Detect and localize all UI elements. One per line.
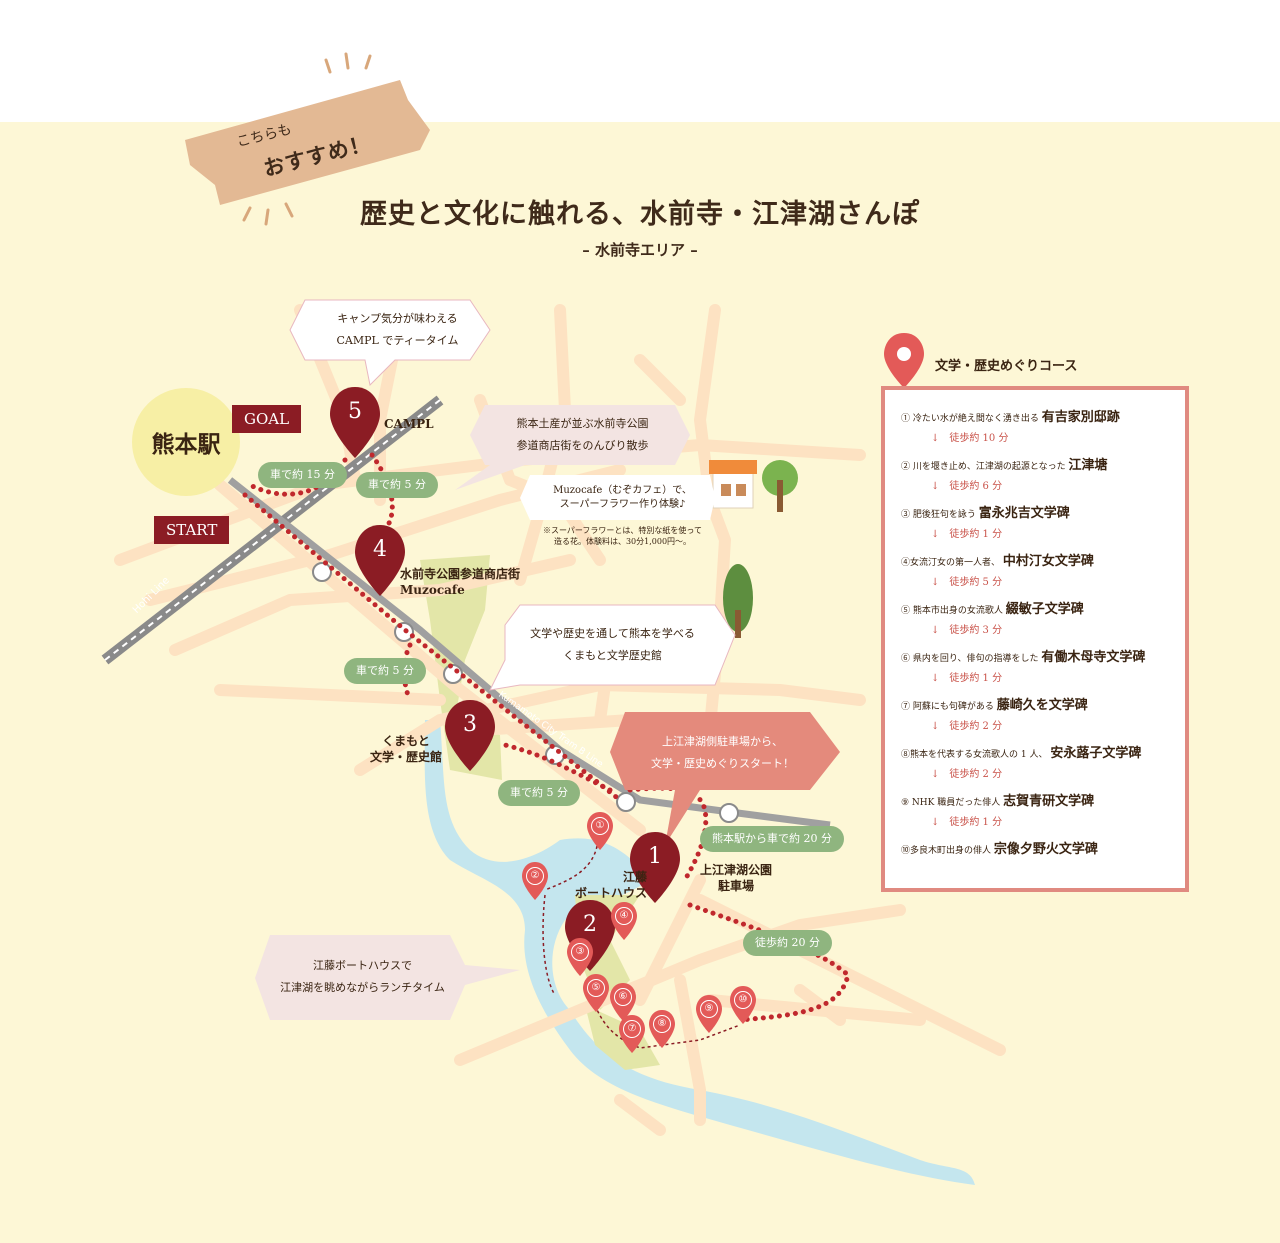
course-item-10-name: 宗像夕野火文学碑 <box>993 842 1098 857</box>
pin-1-number: 1 <box>648 844 662 869</box>
callout-muzo-shape <box>520 475 715 520</box>
small-pin-10: ⑩ <box>734 991 752 1009</box>
course-item-2-name: 江津塘 <box>1068 458 1108 473</box>
parking-label: 上江津湖公園 駐車場 <box>700 863 773 893</box>
course-item-3-prefix: ③ 肥後狂句を詠う <box>901 510 976 520</box>
course-title: 文学・歴史めぐりコース <box>935 359 1078 374</box>
course-item-8-name: 安永蕗子文学碑 <box>1050 746 1142 761</box>
pin-5-number: 5 <box>348 399 362 424</box>
course-item-6-prefix: ⑥ 県内を回り、俳句の指導をした <box>901 654 1039 664</box>
course-item-7-name: 藤崎久を文学碑 <box>996 698 1088 713</box>
course-item-4-name: 中村汀女文学碑 <box>1002 554 1094 569</box>
course-item-8-prefix: ⑧熊本を代表する女流歌人の 1 人、 <box>901 750 1048 760</box>
course-item-6-name: 有働木母寺文学碑 <box>1041 650 1146 665</box>
course-item-1: ① 冷たい水が絶え間なく湧き出る 有吉家別邸跡 ↓ 徒歩約 10 分 <box>901 406 1181 444</box>
callout-bungaku: 文学や歴史を通して熊本を学べる くまもと文学歴史館 <box>530 627 695 662</box>
small-pin-1: ① <box>591 817 609 835</box>
course-item-6-walk: ↓ 徒歩約 1 分 <box>931 673 1003 684</box>
callout-muzocafe: Muzocafe（むぞカフェ）で、 スーパーフラワー作り体験♪ <box>553 485 692 510</box>
small-pin-8: ⑧ <box>653 1015 671 1033</box>
course-item-7: ⑦ 阿蘇にも句碑がある 藤崎久を文学碑 ↓ 徒歩約 2 分 <box>901 694 1181 732</box>
course-item-1-prefix: ① 冷たい水が絶え間なく湧き出る <box>901 414 1039 424</box>
course-item-5-walk: ↓ 徒歩約 3 分 <box>931 625 1003 636</box>
page-subtitle: – 水前寺エリア – <box>582 241 698 259</box>
small-pin-4: ④ <box>615 907 633 925</box>
small-pin-2: ② <box>526 867 544 885</box>
course-item-10-prefix: ⑩多良木町出身の俳人 <box>901 846 992 856</box>
car-15-badge: 車で約 15 分 <box>258 462 347 488</box>
callout-sando-shape <box>455 405 690 490</box>
hohi-line <box>101 395 444 665</box>
tram-line <box>227 477 831 829</box>
pin-4-number: 4 <box>373 537 387 562</box>
stop-3-label: くまもと 文学・歴史館 <box>370 734 443 764</box>
course-item-2: ② 川を堰き止め、江津湖の起源となった 江津塘 ↓ 徒歩約 6 分 <box>901 454 1181 492</box>
course-item-5: ⑤ 熊本市出身の女流歌人 綴敏子文学碑 ↓ 徒歩約 3 分 <box>901 598 1181 636</box>
stop-4-label: 水前寺公園参道商店街 Muzocafe <box>400 567 521 597</box>
course-item-2-prefix: ② 川を堰き止め、江津湖の起源となった <box>901 462 1066 472</box>
car-20-badge: 熊本駅から車で約 20 分 <box>700 826 844 852</box>
page-title: 歴史と文化に触れる、水前寺・江津湖さんぽ <box>360 199 920 230</box>
callout-campl-shape <box>289 299 491 387</box>
shop-illustration <box>709 460 798 638</box>
course-item-4: ④女流汀女の第一人者、 中村汀女文学碑 ↓ 徒歩約 5 分 <box>901 550 1181 588</box>
course-item-4-prefix: ④女流汀女の第一人者、 <box>901 558 1001 568</box>
small-pin-5: ⑤ <box>587 979 605 997</box>
stop-5-label: CAMPL <box>384 417 434 431</box>
goal-tag: GOAL <box>232 405 302 433</box>
pin-3-number: 3 <box>463 712 477 737</box>
course-item-8: ⑧熊本を代表する女流歌人の 1 人、 安永蕗子文学碑 ↓ 徒歩約 2 分 <box>901 742 1181 780</box>
small-pin-7: ⑦ <box>623 1020 641 1038</box>
ribbon-banner <box>185 52 430 226</box>
course-item-9-name: 志賀青研文学碑 <box>1003 794 1095 809</box>
course-item-9: ⑨ NHK 職員だった俳人 志賀青研文学碑 ↓ 徒歩約 1 分 <box>901 790 1181 828</box>
course-item-10: ⑩多良木町出身の俳人 宗像夕野火文学碑 <box>901 838 1181 857</box>
course-item-4-walk: ↓ 徒歩約 5 分 <box>931 577 1003 588</box>
course-item-8-walk: ↓ 徒歩約 2 分 <box>931 769 1003 780</box>
car-5-badge-b: 車で約 5 分 <box>344 658 426 684</box>
course-item-1-name: 有吉家別邸跡 <box>1041 410 1120 425</box>
callout-bungaku-shape <box>489 604 736 691</box>
course-item-3: ③ 肥後狂句を詠う 富永兆吉文学碑 ↓ 徒歩約 1 分 <box>901 502 1181 540</box>
pin-2-number: 2 <box>583 912 597 937</box>
course-item-1-walk: ↓ 徒歩約 10 分 <box>931 433 1009 444</box>
callout-start-shape <box>610 712 840 845</box>
course-item-7-walk: ↓ 徒歩約 2 分 <box>931 721 1003 732</box>
callout-sando: 熊本土産が並ぶ水前寺公園 参道商店街をのんびり散歩 <box>516 417 649 452</box>
kumamoto-station: 熊本駅 <box>132 388 240 496</box>
course-item-7-prefix: ⑦ 阿蘇にも句碑がある <box>901 702 994 712</box>
small-pin-9: ⑨ <box>700 1000 718 1018</box>
course-item-6: ⑥ 県内を回り、俳句の指導をした 有働木母寺文学碑 ↓ 徒歩約 1 分 <box>901 646 1181 684</box>
callout-muzocafe-note: ※スーパーフラワーとは、特別な紙を使って 造る花。体験料は、30分1,000円～… <box>542 526 703 546</box>
stop-1-label: 江藤 ボートハウス <box>574 870 647 900</box>
car-5-badge-c: 車で約 5 分 <box>498 780 580 806</box>
course-item-9-prefix: ⑨ NHK 職員だった俳人 <box>901 798 1001 808</box>
course-item-3-name: 富永兆吉文学碑 <box>978 506 1070 521</box>
course-item-9-walk: ↓ 徒歩約 1 分 <box>931 817 1003 828</box>
small-pin-6: ⑥ <box>614 988 632 1006</box>
callout-campl: キャンプ気分が味わえる CAMPL でティータイム <box>336 312 459 347</box>
callout-boathouse: 江藤ボートハウスで 江津湖を眺めながらランチタイム <box>280 959 445 994</box>
start-tag: START <box>154 516 230 544</box>
callout-boathouse-shape <box>255 935 520 1020</box>
course-box: ① 冷たい水が絶え間なく湧き出る 有吉家別邸跡 ↓ 徒歩約 10 分 ② 川を堰… <box>881 386 1189 892</box>
big-pins <box>330 387 680 971</box>
course-item-3-walk: ↓ 徒歩約 1 分 <box>931 529 1003 540</box>
course-pin <box>884 333 924 388</box>
small-pin-3: ③ <box>571 943 589 961</box>
course-item-5-prefix: ⑤ 熊本市出身の女流歌人 <box>901 606 1003 616</box>
course-item-5-name: 綴敏子文学碑 <box>1005 602 1084 617</box>
walk-20-badge: 徒歩約 20 分 <box>743 930 832 956</box>
callout-start-course: 上江津湖側駐車場から、 文学・歴史めぐりスタート！ <box>651 735 794 770</box>
course-item-2-walk: ↓ 徒歩約 6 分 <box>931 481 1003 492</box>
car-5-badge-a: 車で約 5 分 <box>356 472 438 498</box>
